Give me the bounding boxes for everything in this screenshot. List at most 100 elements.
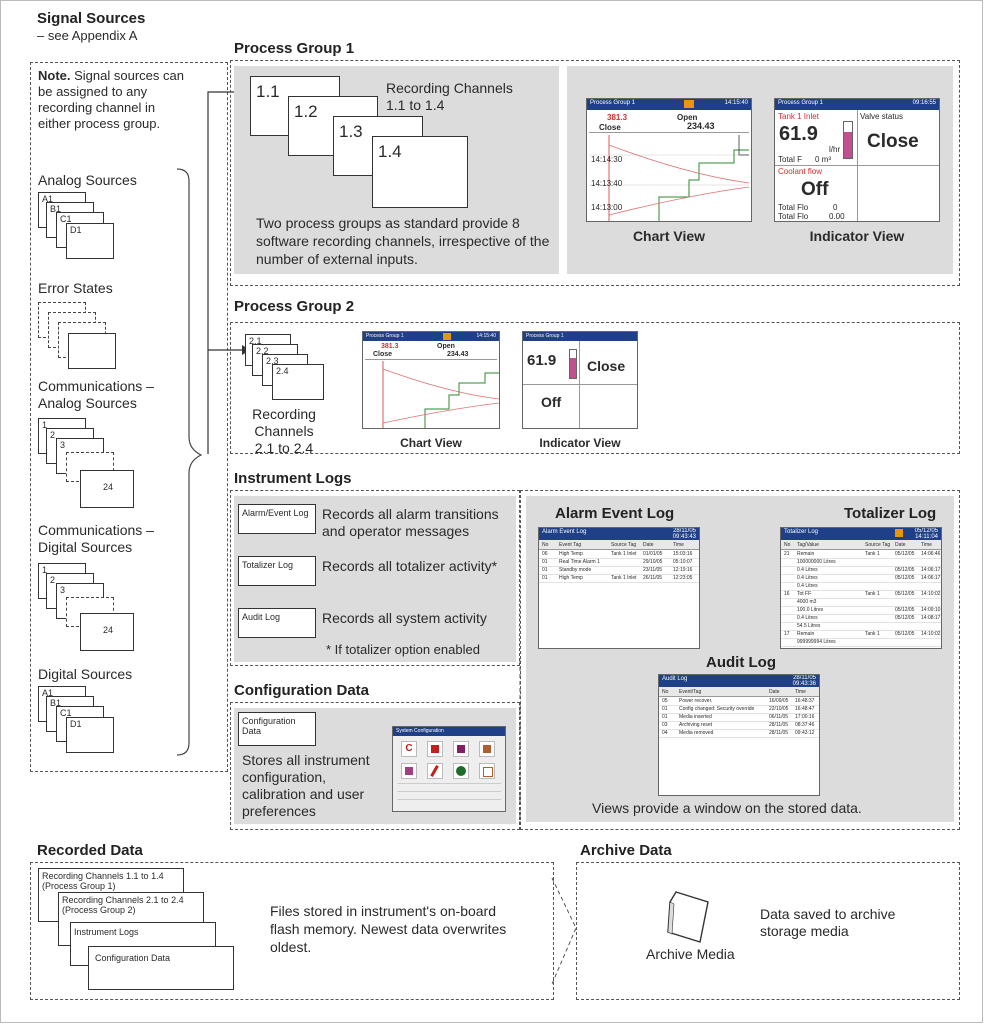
alarm-log-cell: 23/11/05 [643, 567, 663, 573]
pg2-channels-label: Recording Channels 2.1 to 2.4 [252, 406, 316, 456]
audit-log-col-header: No [662, 689, 669, 695]
audit-log-col-header: Event/Tag [679, 689, 702, 695]
audit-log-cell: Archiving reset [679, 722, 713, 728]
inputs-config-icon[interactable] [453, 741, 469, 757]
totalizer-log-cell: 05/12/05 [895, 591, 915, 597]
pg1-chart-view-label: Chart View [632, 228, 706, 244]
digital-card-d1: D1 [66, 717, 114, 753]
audit-log-cell: Media inserted [679, 714, 712, 720]
totalizer-log-cell: 14:10:02 [921, 631, 941, 637]
alarm-config-icon[interactable] [401, 763, 417, 779]
archive-config-icon[interactable] [479, 763, 495, 779]
signal-sources-title: Signal Sources [37, 10, 146, 27]
pg1-chart-readouts: 381.3 Open Close 234.43 [589, 112, 749, 133]
analog-card-d1: D1 [66, 223, 114, 259]
totalizer-log-row[interactable]: 999999994 Litres [781, 638, 941, 647]
alarm-log-cell: Tank 1 Inlet [611, 575, 637, 581]
recorded-data-title: Recorded Data [37, 842, 143, 859]
alarm-icon [684, 100, 694, 108]
error-states-label: Error States [38, 280, 113, 296]
pg1-channels-label: Recording Channels 1.1 to 1.4 [386, 80, 513, 113]
totalizer-log-col-header: Source Tag [865, 542, 891, 548]
audit-log-col-header: Date [769, 689, 780, 695]
totalizer-log-cell: 4000 m3 [797, 599, 817, 605]
network-config-icon[interactable] [453, 763, 469, 779]
audit-log-cell: 01 [662, 714, 668, 720]
audit-log-cell: 28/11/05 [769, 722, 789, 728]
outputs-config-icon[interactable] [479, 741, 495, 757]
audit-log-cell: 16:48:47 [795, 706, 815, 712]
totalizer-log-row[interactable]: 0.4 Litres [781, 582, 941, 591]
totalizer-log-row[interactable]: 54.5 Litres [781, 622, 941, 631]
pg2-chart-view-label: Chart View [400, 436, 462, 450]
signal-sources-box [30, 62, 228, 772]
recorded-config-card: Configuration Data [88, 946, 234, 990]
note-label: Note. [38, 68, 71, 83]
totalizer-log-cell: Tank 1 [865, 551, 880, 557]
totalizer-log-cell: 17 [784, 631, 790, 637]
pg2-chart-readouts: 381.3 Open Close 234.43 [365, 343, 497, 360]
totalizer-log-col-header: No [784, 542, 791, 548]
totalizer-log-col-header: Date [895, 542, 906, 548]
sd-card-icon [667, 891, 709, 943]
channel-config-icon[interactable] [427, 741, 443, 757]
pg1-indicator-bar [843, 121, 853, 159]
totalizer-log-col-header: Tag/Value [797, 542, 819, 548]
alarm-event-log-title: Alarm Event Log [555, 505, 675, 522]
process-group-2-box [230, 322, 960, 454]
alarm-log-cell: 05:10:07 [673, 559, 693, 565]
signal-sources-subtitle: – see Appendix A [37, 28, 138, 43]
digital-sources-label: Digital Sources [38, 666, 133, 682]
audit-log-cell: 05 [662, 698, 668, 704]
alarm-log-cell: 01 [542, 559, 548, 565]
totalizer-log-cell: 0.4 Litres [797, 615, 818, 621]
totalizer-log-cell: 05/12/05 [895, 575, 915, 581]
recorded-data-box [30, 862, 554, 1000]
pg2-chart-traces [382, 361, 499, 428]
comm-analog-label: Communications – Analog Sources [38, 378, 154, 411]
totalizer-log-cell: 14:06:17 [921, 567, 941, 573]
sources-brace [176, 168, 203, 756]
alarm-log-cell: 26/11/05 [643, 575, 663, 581]
alarm-log-col-header: No [542, 542, 549, 548]
totalizer-log-cell: 05/12/05 [895, 567, 915, 573]
pg1-channel-1-4: 1.4 [372, 136, 468, 208]
process-group-2-title: Process Group 2 [234, 298, 355, 315]
views-caption: Views provide a window on the stored dat… [592, 800, 862, 816]
note-text: Signal sources can be assigned to any re… [38, 68, 184, 131]
totalizer-log-row[interactable]: 100000000 Litres [781, 558, 941, 567]
alarm-log-cell: Standby mode [559, 567, 592, 573]
totalizer-log-title: Totalizer Log [844, 505, 937, 522]
pen-config-icon[interactable] [427, 763, 443, 779]
totalizer-log-cell: 05/12/05 [895, 631, 915, 637]
totalizer-log-cell: 0.4 Litres [797, 583, 818, 589]
totalizer-log-cell: 14:06:17 [921, 575, 941, 581]
alarm-log-col-header: Time [673, 542, 684, 548]
comm-digital-card-24: 24 [80, 613, 134, 651]
configuration-data-desc: Stores all instrument configuration, cal… [242, 752, 370, 819]
clock-config-icon[interactable]: C [401, 741, 417, 757]
totalizer-log-row[interactable]: 4000 m3 [781, 598, 941, 607]
signal-sources-note: Note. Signal sources can be assigned to … [38, 68, 188, 132]
